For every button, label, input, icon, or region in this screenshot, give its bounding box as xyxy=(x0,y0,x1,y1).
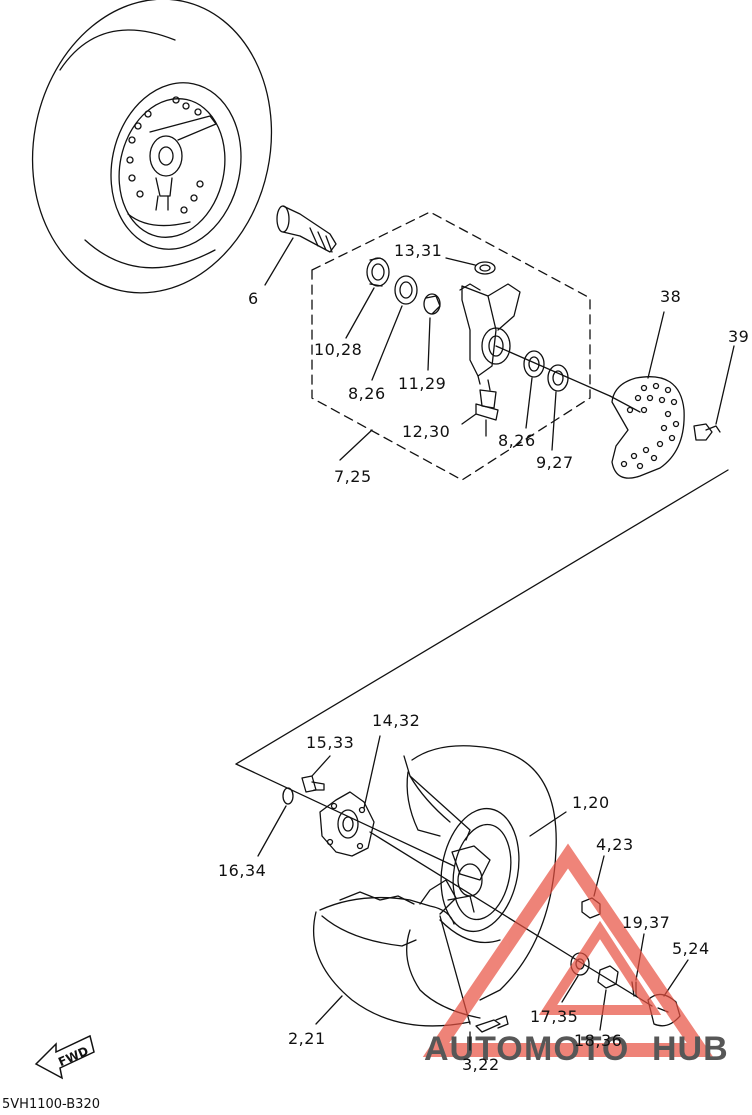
label-18-36: 18,36 xyxy=(574,1031,622,1050)
axis-line-lower xyxy=(369,831,581,963)
seal-part-9-27 xyxy=(547,364,569,451)
knuckle-body xyxy=(459,283,521,391)
autohub-watermark-logo: AUTO MOTO HUB xyxy=(422,843,729,1068)
exploded-wheel-illustration xyxy=(312,745,567,1027)
axis-line-knuckle xyxy=(495,345,611,397)
label-8-26-b: 8,26 xyxy=(498,431,536,450)
fwd-arrow-icon: FWD xyxy=(34,1034,95,1080)
axle-part-6 xyxy=(264,205,337,286)
washer-part-13-31 xyxy=(445,257,496,275)
label-15-33: 15,33 xyxy=(306,733,354,752)
label-19-37: 19,37 xyxy=(622,913,670,932)
label-12-30: 12,30 xyxy=(402,422,450,441)
label-7-25: 7,25 xyxy=(334,467,372,486)
label-10-28: 10,28 xyxy=(314,340,362,359)
label-11-29: 11,29 xyxy=(398,374,446,393)
label-4-23: 4,23 xyxy=(596,835,634,854)
label-5-24: 5,24 xyxy=(672,939,710,958)
bearing-part-8-26-a xyxy=(371,275,418,381)
knuckle-assembly-dashed-box xyxy=(311,211,591,481)
label-13-31: 13,31 xyxy=(394,241,442,260)
label-8-26-a: 8,26 xyxy=(348,384,386,403)
assembled-wheel-illustration xyxy=(31,0,273,294)
label-9-27: 9,27 xyxy=(536,453,574,472)
label-6: 6 xyxy=(248,289,259,308)
label-14-32: 14,32 xyxy=(372,711,420,730)
callout-labels: 6 10,28 13,31 8,26 11,29 12,30 8,26 9,27… xyxy=(218,241,749,1074)
label-1-20: 1,20 xyxy=(572,793,610,812)
label-2-21: 2,21 xyxy=(288,1029,326,1048)
label-38: 38 xyxy=(660,287,681,306)
nut-part-18-36 xyxy=(597,965,619,1031)
brake-disc-part-38 xyxy=(611,311,685,479)
label-3-22: 3,22 xyxy=(462,1055,500,1074)
bolt-part-15-33 xyxy=(301,755,331,793)
watermark-moto: MOTO xyxy=(524,1030,629,1068)
axis-line-cross xyxy=(235,469,729,765)
label-17-35: 17,35 xyxy=(530,1007,578,1026)
label-16-34: 16,34 xyxy=(218,861,266,880)
collar-part-11-29 xyxy=(423,293,441,371)
watermark-hub: HUB xyxy=(652,1030,729,1068)
leader-7-25 xyxy=(339,429,373,461)
ball-joint-part-12-30 xyxy=(461,389,499,437)
diagram-code: 5VH1100-B320 xyxy=(2,1097,100,1111)
oring-part-16-34 xyxy=(257,787,294,857)
watermark-auto: AUTO xyxy=(424,1030,524,1068)
label-39: 39 xyxy=(728,327,749,346)
bearing-part-8-26-b xyxy=(523,350,545,429)
bolt-part-39 xyxy=(693,345,735,441)
seal-part-10-28 xyxy=(345,257,390,339)
hub-part-14-32 xyxy=(319,735,381,857)
